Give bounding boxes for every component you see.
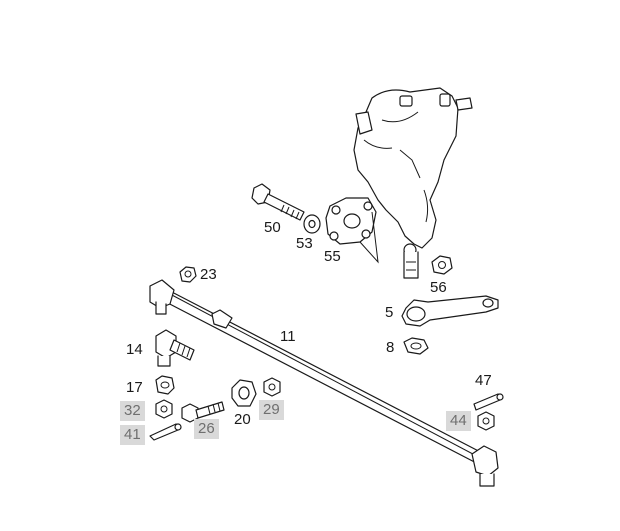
clamp-20 [231,379,257,407]
callout-44: 44 [446,411,471,431]
callout-47: 47 [475,372,492,389]
tie-rod-11 [149,279,499,487]
callout-5: 5 [385,304,394,321]
boot-17 [155,375,175,395]
bolt-50 [251,183,305,221]
nut-29 [263,377,281,397]
callout-23: 23 [200,266,217,283]
bolt-26 [181,401,225,423]
callout-55: 55 [324,248,341,265]
callout-8: 8 [386,339,395,356]
washer-53 [303,214,321,234]
callout-17: 17 [126,379,143,396]
nut-32 [155,399,173,419]
nut-56 [431,255,453,275]
nut-23 [179,266,197,283]
callout-50: 50 [264,219,281,236]
callout-20: 20 [234,411,251,428]
nut-8 [403,337,429,355]
callout-41: 41 [120,425,145,445]
callout-14: 14 [126,341,143,358]
callout-11: 11 [280,328,296,345]
cotter-pin-47 [473,393,504,411]
steering-gear-box [353,87,473,279]
nut-44 [477,411,495,431]
callout-56: 56 [430,279,447,296]
mounting-plate-55 [325,197,379,264]
callout-32: 32 [120,401,145,421]
callout-29: 29 [259,400,284,420]
pitman-arm-5 [401,295,499,327]
callout-26: 26 [194,419,219,439]
callout-53: 53 [296,235,313,252]
cotter-pin-41 [149,423,182,441]
tie-rod-end-14 [155,329,195,367]
